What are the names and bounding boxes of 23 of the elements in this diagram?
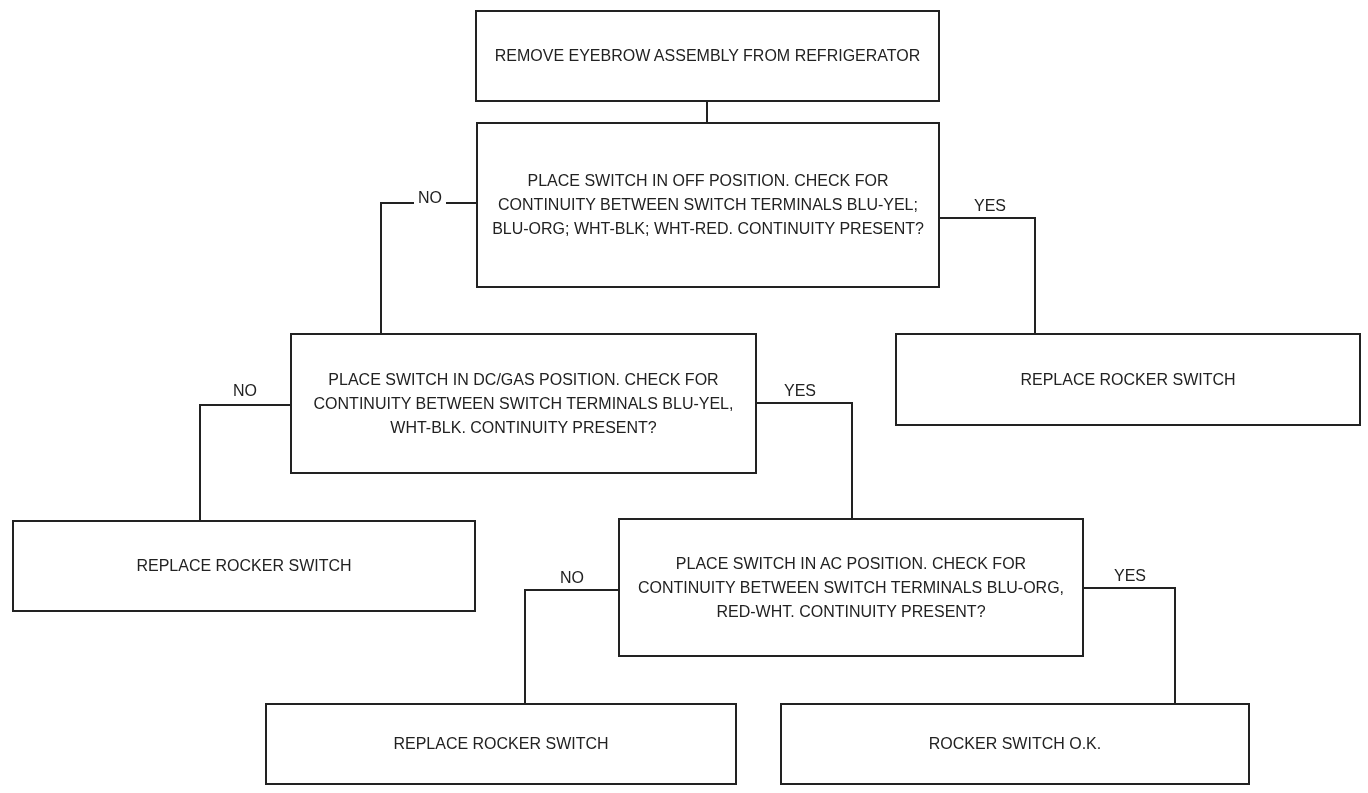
- process-box: [895, 333, 1361, 426]
- connector-line: [1083, 587, 1176, 704]
- box-text: REMOVE EYEBROW ASSEMBLY FROM REFRIGERATOR: [494, 46, 921, 66]
- process-box: [12, 520, 476, 612]
- box-text: ROCKER SWITCH O.K.: [928, 734, 1102, 754]
- edge-label: NO: [414, 190, 446, 206]
- box-text: PLACE SWITCH IN OFF POSITION. CHECK FOR CONTINUITY BETWEEN SWITCH TERMINALS BLU-YEL; BLU-ORG; WHT-BLK; WHT-RED. CONTINUITY PRESENT?: [491, 171, 925, 239]
- connector-line: [524, 589, 619, 704]
- box-text: REPLACE ROCKER SWITCH: [1020, 369, 1236, 390]
- process-box: [265, 703, 737, 785]
- process-box: [290, 333, 757, 474]
- process-box: [780, 703, 1250, 785]
- process-box: [476, 122, 940, 288]
- connector-line: [756, 402, 853, 519]
- box-text: REPLACE ROCKER SWITCH: [136, 556, 352, 576]
- process-box: [475, 10, 940, 102]
- box-text: PLACE SWITCH IN AC POSITION. CHECK FOR CONTINUITY BETWEEN SWITCH TERMINALS BLU-ORG, RED-WHT. CONTINUITY PRESENT?: [636, 553, 1066, 622]
- connector-line: [706, 101, 708, 123]
- connector-line: [199, 404, 291, 521]
- process-box: [618, 518, 1084, 657]
- box-text: PLACE SWITCH IN DC/GAS POSITION. CHECK FOR CONTINUITY BETWEEN SWITCH TERMINALS BLU-YEL, WHT-BLK. CONTINUITY PRESENT?: [312, 369, 735, 438]
- box-text: REPLACE ROCKER SWITCH: [393, 734, 609, 754]
- connector-line: [939, 217, 1036, 334]
